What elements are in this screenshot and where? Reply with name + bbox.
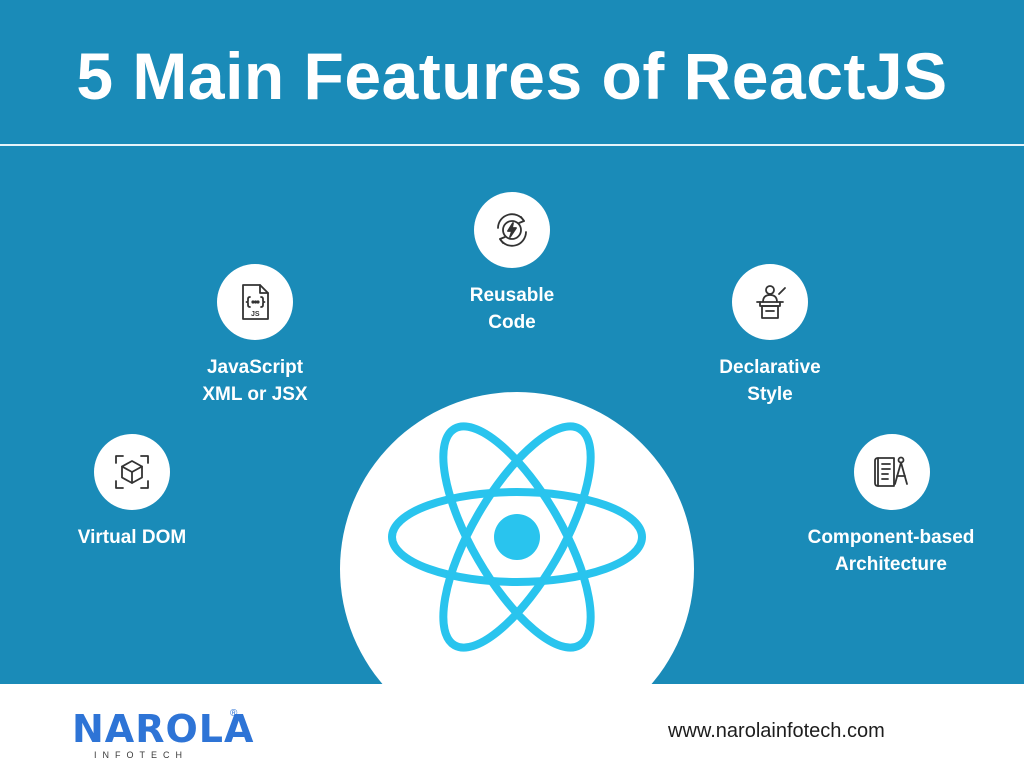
website-link[interactable]: www.narolainfotech.com [668,720,885,742]
cube-frame-icon [94,434,170,510]
blueprint-compass-icon [854,434,930,510]
brand-name: NAROLA [72,707,255,751]
feature-label-declarative-style: Declarative Style [719,357,821,405]
feature-label-virtual-dom: Virtual DOM [77,527,187,548]
brand-subtitle: INFOTECH [94,750,188,760]
lightning-cycle-icon [474,192,550,268]
feature-label-component-architecture: Component-based Architecture [807,527,975,575]
jsx-file-icon: JS [217,264,293,340]
narola-logo: NAROLA ® INFOTECH [72,707,255,762]
svg-text:JS: JS [251,311,260,318]
react-atom-icon [388,422,646,652]
banner: 5 Main Features of ReactJS Reusable Code [0,0,1024,684]
presenter-desk-icon [732,264,808,340]
page-title: 5 Main Features of ReactJS [76,39,948,113]
feature-label-jsx: JavaScript XML or JSX [202,357,308,405]
registered-mark: ® [230,708,238,719]
divider [0,144,1024,146]
feature-label-reusable-code: Reusable Code [469,285,555,333]
